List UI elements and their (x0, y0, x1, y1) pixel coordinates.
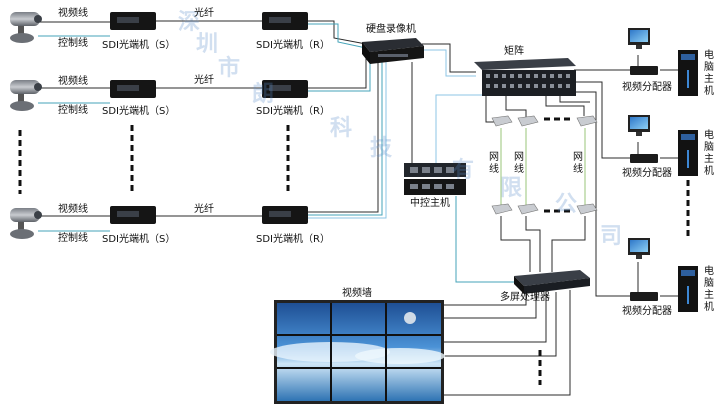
fiber-label: 光纤 (194, 8, 214, 19)
sdi-recv-label: SDI光端机（R） (256, 40, 330, 51)
central-controller-icon (404, 163, 466, 195)
network-cable-label: 网线 (573, 152, 583, 175)
pc-host-label: 电脑主机 (704, 266, 714, 313)
controller-to-matrix-wire (435, 94, 490, 163)
video-line-label: 视频线 (58, 204, 88, 215)
network-cable-wires (500, 128, 586, 205)
monitor-icon (628, 28, 650, 259)
dvr-label: 硬盘录像机 (366, 24, 416, 35)
matrix-label: 矩阵 (504, 46, 524, 57)
wires (38, 20, 678, 396)
network-converter-icon (491, 115, 598, 215)
video-wall (270, 300, 445, 404)
video-distributor-icon (630, 66, 658, 301)
control-line-label: 控制线 (58, 105, 88, 116)
camera-row-2-wires (38, 87, 264, 104)
control-line-label: 控制线 (58, 38, 88, 49)
control-line-label: 控制线 (58, 233, 88, 244)
cctv-camera-icon (10, 12, 42, 43)
video-line-label: 视频线 (58, 8, 88, 19)
multi-screen-processor-label: 多屏处理器 (500, 292, 550, 303)
camera-row-3-wires (38, 215, 264, 232)
pc-host-label: 电脑主机 (704, 130, 714, 177)
controller-to-processor-wire (455, 196, 516, 283)
sdi-transceiver-icon (110, 12, 308, 224)
multi-screen-processor-icon (514, 270, 590, 294)
sdi-recv-label: SDI光端机（R） (256, 234, 330, 245)
sdi-send-label: SDI光端机（S） (102, 234, 176, 245)
continuation-marks (18, 117, 690, 385)
video-distributor-label: 视频分配器 (622, 168, 672, 179)
converter-to-processor-wires (500, 216, 586, 272)
network-cable-label: 网线 (514, 152, 524, 175)
cctv-camera-icon (10, 80, 42, 111)
video-distributor-label: 视频分配器 (622, 82, 672, 93)
sdi-send-label: SDI光端机（S） (102, 40, 176, 51)
dvr-to-matrix-wire-2 (422, 49, 476, 77)
matrix-switcher-icon (474, 58, 576, 96)
sdi-recv-label: SDI光端机（R） (256, 106, 330, 117)
matrix-to-distributor-wires (574, 69, 636, 297)
network-cable-label: 网线 (489, 152, 499, 175)
fiber-label: 光纤 (194, 204, 214, 215)
sdi-send-label: SDI光端机（S） (102, 106, 176, 117)
pc-tower-icon (678, 50, 698, 312)
cctv-camera-icon (10, 208, 42, 239)
camera-row-1-wires (38, 20, 264, 37)
dvr-to-matrix-wire (422, 43, 476, 73)
pc-host-label: 电脑主机 (704, 50, 714, 97)
recv-to-dvr-wires (306, 20, 387, 219)
processor-to-wall-wires (444, 290, 571, 396)
video-wall-label: 视频墙 (342, 288, 372, 299)
video-distributor-label: 视频分配器 (622, 306, 672, 317)
dvr-icon (362, 38, 424, 64)
fiber-label: 光纤 (194, 75, 214, 86)
video-line-label: 视频线 (58, 76, 88, 87)
central-controller-label: 中控主机 (410, 198, 450, 209)
